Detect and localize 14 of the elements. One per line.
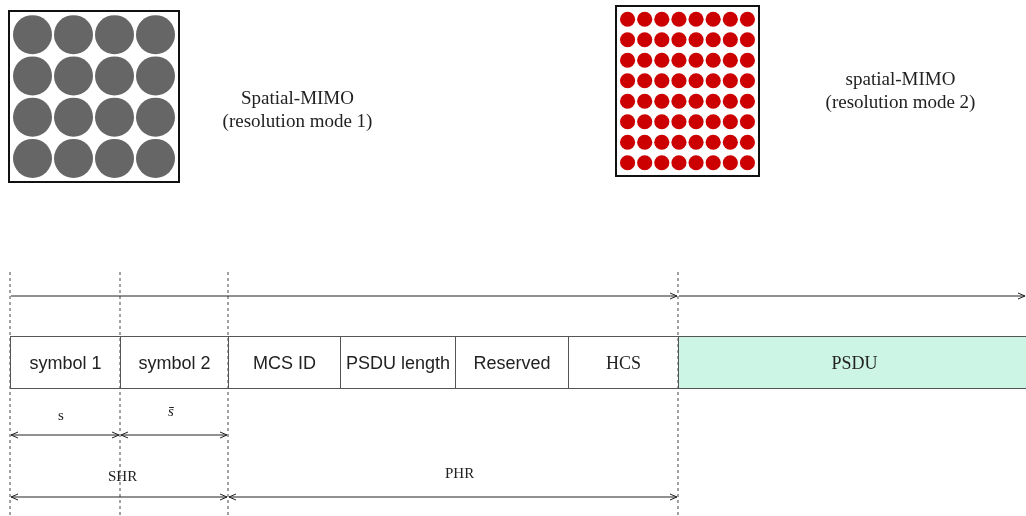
grid-caption: spatial-MIMO (resolution mode 2) [824, 67, 977, 113]
dimension-label: SHR [108, 468, 138, 485]
frame-field: PSDU length [340, 336, 456, 389]
grid-caption: Spatial-MIMO (resolution mode 1) [221, 86, 374, 132]
dimension-label: s [58, 407, 64, 424]
frame-field: symbol 2 [120, 336, 229, 389]
dimension-label: PHR [445, 465, 475, 482]
frame-field: symbol 1 [10, 336, 121, 389]
dot-grid-drawing [8, 10, 180, 183]
frame-field: Reserved [455, 336, 569, 389]
dimension-label: s̄ [168, 403, 174, 420]
frame-field: MCS ID [228, 336, 341, 389]
frame-field: PSDU [678, 336, 1026, 389]
dot-grid-drawing [615, 5, 760, 177]
